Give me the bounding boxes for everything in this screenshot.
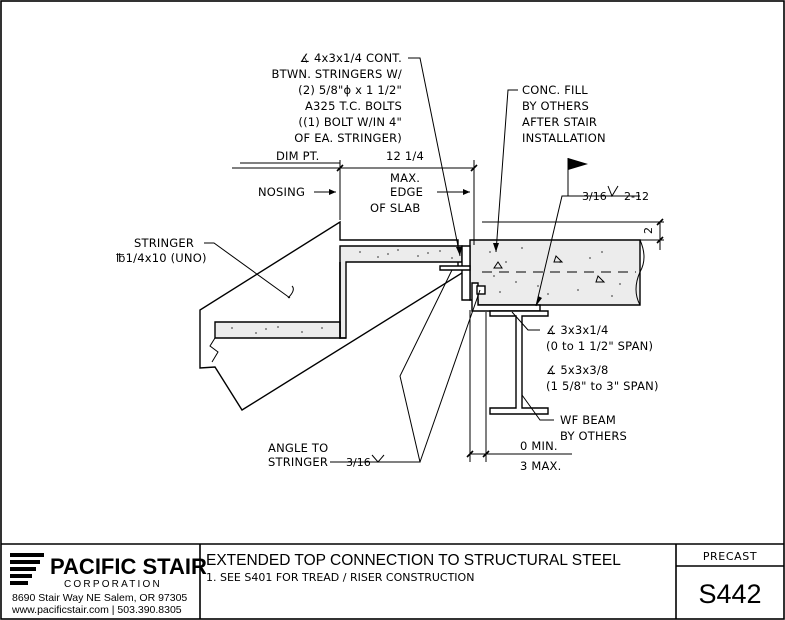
weld-pitch-label: 2-12 bbox=[624, 190, 649, 203]
stringer-label-2: ℔1/4x10 (UNO) bbox=[116, 251, 207, 265]
stair-detail-drawing: ∡ 4x3x1/4 CONT. BTWN. STRINGERS W/ (2) 5… bbox=[116, 51, 664, 473]
angle-cont-label-6: OF EA. STRINGER) bbox=[294, 131, 402, 145]
company-sub: CORPORATION bbox=[64, 579, 162, 590]
weld-size-label: 3/16 bbox=[582, 190, 607, 203]
angle-a-leader bbox=[511, 311, 540, 331]
category-label: PRECAST bbox=[703, 550, 757, 563]
wf-beam-label-1: WF BEAM bbox=[560, 413, 616, 427]
support-angle bbox=[471, 282, 541, 312]
angle-cont-label-2: BTWN. STRINGERS W/ bbox=[272, 67, 402, 81]
slab-thk-label: 2 bbox=[642, 227, 655, 234]
angle-to-label-2: STRINGER bbox=[268, 455, 328, 469]
pacific-stair-logo-icon bbox=[10, 553, 44, 585]
sheet-number: S442 bbox=[698, 579, 761, 609]
angle-cont-label-5: ((1) BOLT W/IN 4" bbox=[298, 115, 402, 129]
bolt-head bbox=[476, 285, 486, 295]
company-contact: www.pacificstair.com | 503.390.8305 bbox=[11, 604, 182, 616]
angle-cont-label-4: A325 T.C. BOLTS bbox=[305, 99, 402, 113]
dim-value-label: 12 1/4 bbox=[386, 149, 424, 163]
angle-a-label-2: (0 to 1 1/2" SPAN) bbox=[546, 339, 653, 353]
detail-title: EXTENDED TOP CONNECTION TO STRUCTURAL ST… bbox=[206, 552, 621, 569]
riser-face bbox=[339, 262, 346, 339]
nosing-label: NOSING bbox=[258, 185, 305, 199]
stringer-leader bbox=[204, 242, 291, 299]
gap-max-label: 3 MAX. bbox=[520, 459, 562, 473]
angle-cont-label-1: ∡ 4x3x1/4 CONT. bbox=[300, 51, 402, 65]
angle-a-label-1: ∡ 3x3x1/4 bbox=[546, 323, 609, 337]
tread-break-line bbox=[209, 337, 219, 363]
angle-to-label-1: ANGLE TO bbox=[268, 441, 328, 455]
wf-beam-leader bbox=[521, 394, 554, 421]
dim-max-label: MAX. bbox=[390, 171, 420, 185]
conc-fill-label-2: BY OTHERS bbox=[522, 99, 589, 113]
wf-beam bbox=[489, 310, 549, 415]
company-address: 8690 Stair Way NE Salem, OR 97305 bbox=[12, 592, 187, 604]
dim-pt-label: DIM PT. bbox=[276, 149, 319, 163]
wf-beam-label-2: BY OTHERS bbox=[560, 429, 627, 443]
gap-min-label: 0 MIN. bbox=[520, 439, 558, 453]
fillet-weld-icon bbox=[607, 185, 619, 198]
angle-weld-icon bbox=[371, 454, 385, 463]
edge-label-1: EDGE bbox=[390, 185, 423, 199]
conc-fill-leader bbox=[495, 89, 518, 253]
lower-tread-concrete bbox=[214, 321, 341, 339]
field-weld-flag-icon bbox=[568, 158, 588, 170]
angle-cont-leader bbox=[408, 57, 461, 257]
weld-symbol-leader bbox=[535, 195, 640, 307]
angle-b-label-2: (1 5/8" to 3" SPAN) bbox=[546, 379, 659, 393]
angle-cont-label-3: (2) 5/8"ɸ x 1 1/2" bbox=[298, 83, 402, 97]
angle-to-weld-label: 3/16 bbox=[346, 456, 371, 469]
concrete-speckles bbox=[231, 247, 621, 334]
company-name: PACIFIC STAIR bbox=[50, 554, 207, 579]
slab-break-line bbox=[635, 239, 645, 306]
conc-fill-label-1: CONC. FILL bbox=[522, 83, 588, 97]
stringer-label-1: STRINGER bbox=[134, 236, 194, 250]
edge-label-2: OF SLAB bbox=[370, 201, 420, 215]
detail-note: 1. SEE S401 FOR TREAD / RISER CONSTRUCTI… bbox=[206, 571, 474, 584]
title-block: PACIFIC STAIR CORPORATION 8690 Stair Way… bbox=[1, 543, 784, 619]
continuous-angle bbox=[461, 245, 471, 301]
conc-fill-label-3: AFTER STAIR bbox=[522, 115, 597, 129]
angle-b-label-1: ∡ 5x3x3/8 bbox=[546, 363, 609, 377]
angle-to-stringer-leader bbox=[330, 269, 453, 463]
angle-leg bbox=[439, 265, 471, 271]
conc-fill-label-4: INSTALLATION bbox=[522, 131, 606, 145]
